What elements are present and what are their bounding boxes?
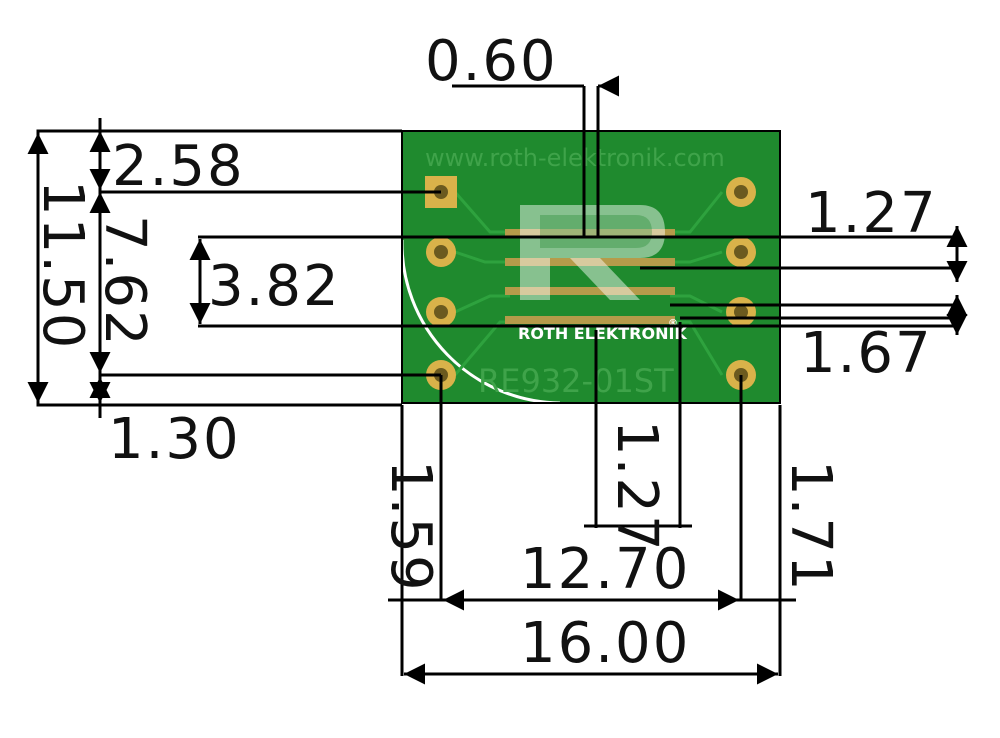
dim-left-margin: 1.59 [378, 460, 443, 593]
dim-pin-span: 12.70 [520, 537, 690, 602]
registered-mark: ® [668, 318, 678, 329]
dim-right-margin: 1.71 [778, 460, 843, 593]
dim-pad-width: 0.60 [425, 29, 558, 94]
silkscreen-arc [402, 240, 561, 403]
brand-text: ROTH ELEKTRONIK [518, 324, 687, 343]
dim-right-offset: 1.67 [800, 321, 933, 386]
dim-bottom-offset: 1.30 [108, 407, 241, 472]
part-number-text: RE932-01ST [478, 362, 674, 400]
dim-board-height: 11.50 [30, 180, 95, 350]
roth-logo [520, 205, 665, 300]
dim-row-spacing: 3.82 [208, 254, 341, 319]
dimension-lines [27, 75, 968, 685]
dim-pitch-right: 1.27 [805, 181, 938, 246]
dim-row-height: 7.62 [92, 215, 157, 348]
dimension-labels: 0.60 2.58 1.27 3.82 1.67 1.30 12.70 16.0… [30, 29, 938, 676]
smd-strips [505, 229, 675, 324]
website-text: www.roth-elektronik.com [425, 144, 725, 172]
dim-pitch-bottom: 1.27 [604, 420, 669, 553]
dim-board-width: 16.00 [520, 611, 690, 676]
dim-top-offset: 2.58 [112, 134, 245, 199]
